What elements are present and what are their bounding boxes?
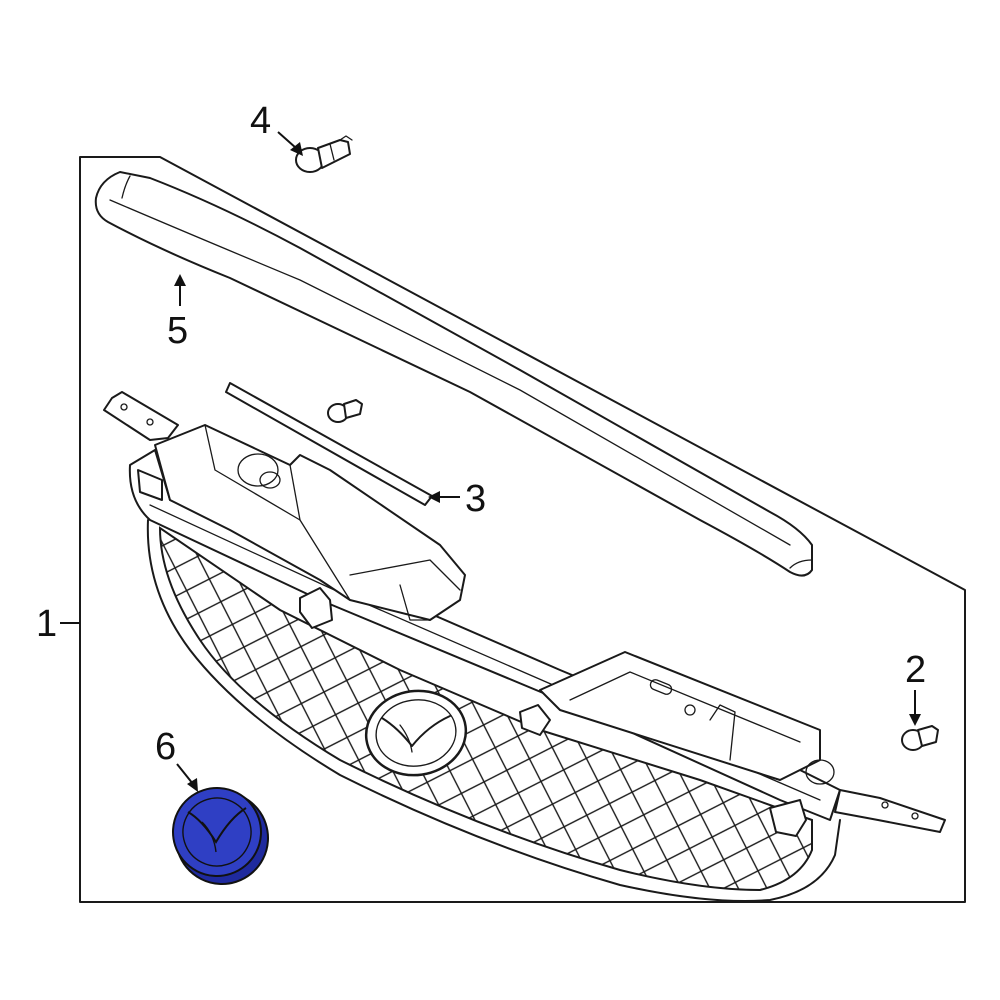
leader-2 (909, 690, 921, 726)
part-6-emblem (172, 787, 269, 885)
callout-6: 6 (155, 726, 176, 768)
leader-3 (428, 491, 460, 503)
clip-near-strip (327, 399, 363, 423)
callout-2: 2 (905, 649, 926, 691)
callout-4: 4 (250, 100, 271, 142)
part-2-clip (901, 725, 939, 751)
part-1-grille (103, 391, 946, 902)
callout-5: 5 (167, 310, 188, 352)
assembly-frame (79, 156, 966, 903)
callout-3: 3 (465, 478, 486, 520)
grille-mesh (158, 526, 813, 892)
callout-1: 1 (36, 603, 57, 645)
part-3-strip (225, 382, 433, 506)
part-4-clip (295, 135, 353, 173)
leader-6 (176, 763, 198, 792)
grille-emblem (364, 689, 468, 777)
leader-4 (277, 131, 303, 156)
part-5-molding (94, 171, 813, 577)
leader-5 (174, 274, 186, 306)
